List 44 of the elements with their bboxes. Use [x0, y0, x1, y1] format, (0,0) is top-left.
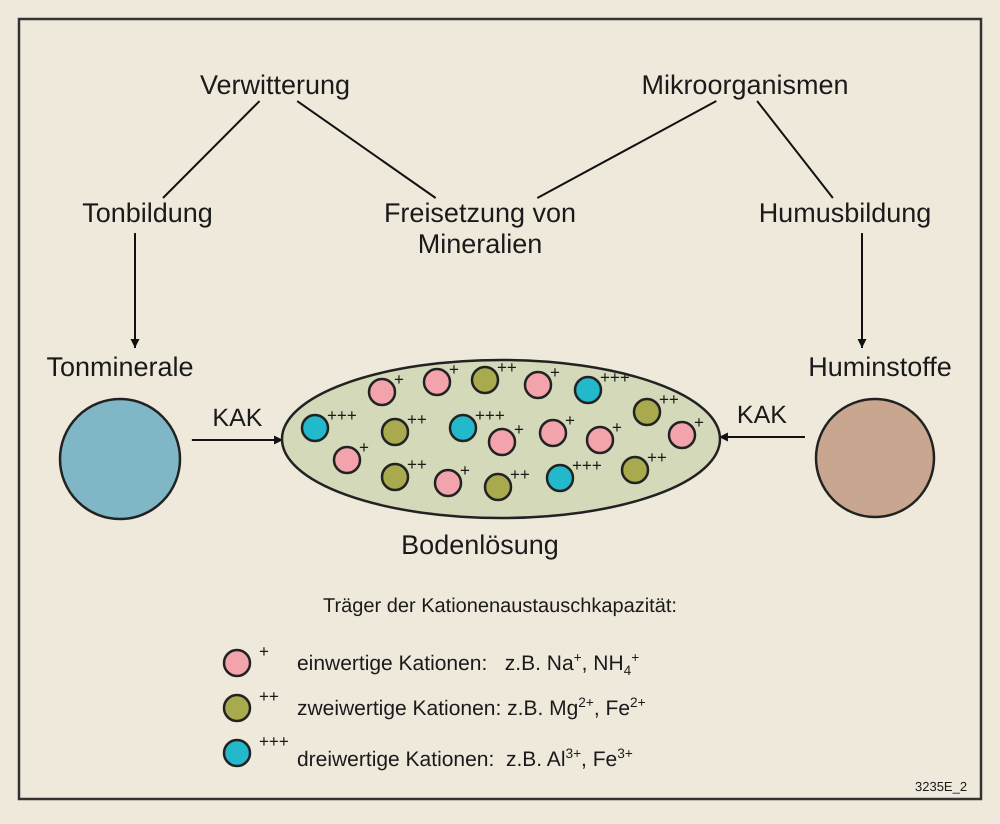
- arrow: [718, 432, 805, 442]
- edge-label: KAK: [736, 401, 788, 430]
- node-label: Tonbildung: [60, 198, 235, 230]
- node-label: Verwitterung: [175, 70, 375, 102]
- edge-label: KAK: [211, 404, 264, 433]
- charge-label: ++: [510, 466, 530, 483]
- connector-line: [162, 100, 260, 199]
- charge-label: +: [259, 643, 269, 660]
- node-label: Mikroorganismen: [630, 70, 860, 102]
- charge-label: ++: [407, 456, 427, 473]
- charge-label: +++: [475, 407, 505, 424]
- arrow: [192, 436, 284, 444]
- legend-label: dreiwertige Kationen: z.B. Al$^{3+}$, Fe$^{3+}$: [297, 747, 633, 770]
- connector-line: [296, 100, 436, 199]
- charge-label: +++: [259, 733, 289, 750]
- charge-label: +: [694, 414, 704, 431]
- node-label: Freisetzung von Mineralien: [365, 198, 595, 260]
- legend-title: Träger der Kationenaustauschkapazität:: [322, 596, 678, 616]
- charge-label: +: [565, 412, 575, 429]
- node-label: Huminstoffe: [807, 352, 953, 384]
- connector-line: [756, 100, 834, 199]
- charge-label: +++: [572, 457, 602, 474]
- node-label: Tonminerale: [45, 352, 195, 384]
- charge-label: +: [460, 462, 470, 479]
- charge-label: +: [550, 364, 560, 381]
- arrow: [858, 233, 866, 348]
- charge-label: ++: [659, 391, 679, 408]
- legend-label: zweiwertige Kationen: z.B. Mg$^{2+}$, Fe$^{2+}$: [297, 696, 646, 719]
- charge-label: +: [449, 361, 459, 378]
- charge-label: +: [514, 421, 524, 438]
- charge-label: ++: [497, 359, 517, 376]
- charge-label: +: [359, 439, 369, 456]
- charge-label: ++: [647, 449, 667, 466]
- charge-label: ++: [259, 688, 279, 705]
- charge-label: ++: [407, 411, 427, 428]
- connector-line: [536, 100, 717, 199]
- arrow: [130, 233, 140, 348]
- charge-label: +: [394, 371, 404, 388]
- charge-label: +: [612, 419, 622, 436]
- charge-label: +++: [327, 407, 357, 424]
- figure-code: 3235E_2: [915, 780, 968, 793]
- charge-label: +++: [600, 369, 630, 386]
- node-label: Bodenlösung: [400, 530, 560, 562]
- node-label: Humusbildung: [755, 198, 935, 230]
